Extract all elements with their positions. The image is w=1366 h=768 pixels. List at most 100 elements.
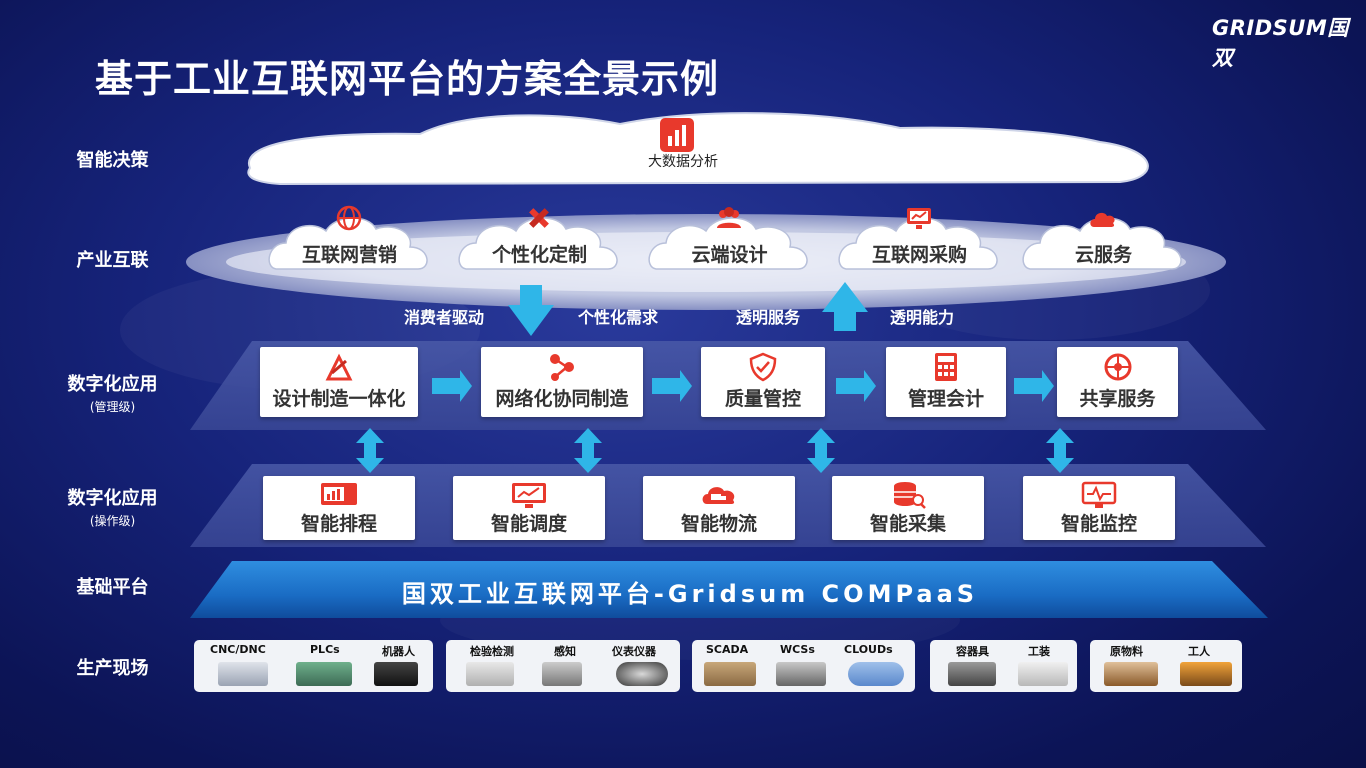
row-label-digital-ops: 数字化应用 (操作级) xyxy=(40,484,185,529)
ops-app-collection: 智能采集 xyxy=(832,476,984,540)
network-icon xyxy=(550,354,574,381)
mgmt-label-accounting: 管理会计 xyxy=(907,388,984,410)
mgmt-label-shared: 共享服务 xyxy=(1079,388,1156,410)
field-group-fixtures: 容器具 工装 xyxy=(930,640,1077,692)
gridsum-logo: GRIDSUM国双 xyxy=(1212,16,1349,70)
materials-image xyxy=(1104,662,1158,686)
robot-arm-image xyxy=(374,662,418,686)
cloud-label-cloud-design: 云端设计 xyxy=(691,244,768,266)
monitor-chart-icon xyxy=(907,208,931,229)
cloud-icon xyxy=(1090,212,1115,227)
field-item-scada: SCADA xyxy=(706,643,749,656)
mgmt-app-accounting: 管理会计 xyxy=(886,347,1006,417)
mgmt-flow-arrows xyxy=(432,370,1054,402)
row-label-digital-mgmt-text: 数字化应用 xyxy=(67,374,158,395)
flow-label-capability: 透明能力 xyxy=(890,308,955,327)
mgmt-label-design: 设计制造一体化 xyxy=(272,388,406,410)
plc-board-image xyxy=(296,662,352,686)
inspection-device-image xyxy=(466,662,514,686)
field-item-inspection: 检验检测 xyxy=(470,645,514,658)
cloud-label-cloud-service: 云服务 xyxy=(1074,244,1132,266)
monitor-icon xyxy=(1081,481,1117,508)
big-data-cloud xyxy=(247,112,1149,186)
field-item-instruments: 仪表仪器 xyxy=(612,645,656,658)
cloud-tile-marketing: 互联网营销 xyxy=(268,205,431,271)
wcs-image xyxy=(776,662,826,686)
flow-label-consumer: 消费者驱动 xyxy=(404,308,485,327)
cloud-tile-cloud-service: 云服务 xyxy=(1022,212,1185,271)
shield-check-icon xyxy=(749,352,777,382)
mgmt-app-networked-manufacturing: 网络化协同制造 xyxy=(481,347,643,417)
flow-label-service: 透明服务 xyxy=(736,308,801,327)
ops-label-logistics: 智能物流 xyxy=(680,513,757,535)
scada-image xyxy=(704,662,756,686)
platform-plate xyxy=(190,561,1268,618)
field-group-machines: CNC/DNC PLCs 机器人 xyxy=(194,640,433,692)
field-item-containers: 容器具 xyxy=(956,645,989,658)
schedule-icon xyxy=(321,483,357,505)
field-item-materials: 原物料 xyxy=(1110,645,1143,658)
row-label-industry: 产业互联 xyxy=(76,250,149,271)
platform-label: 国双工业互联网平台-Gridsum COMPaaS xyxy=(401,580,979,608)
gauge-image xyxy=(616,662,668,686)
layer-double-arrows xyxy=(356,428,1074,473)
truck-icon xyxy=(702,487,735,504)
database-icon xyxy=(894,482,926,509)
page-title: 基于工业互联网平台的方案全景示例 xyxy=(95,57,720,101)
mgmt-app-shared-services: 共享服务 xyxy=(1057,347,1178,417)
ops-app-monitoring: 智能监控 xyxy=(1023,476,1175,540)
users-icon xyxy=(717,207,741,228)
calculator-icon xyxy=(935,353,957,381)
cloud-tile-cloud-design: 云端设计 xyxy=(648,207,811,271)
field-item-tooling: 工装 xyxy=(1028,645,1050,658)
mgmt-app-quality-control: 质量管控 xyxy=(701,347,825,417)
ruler-pencil-icon xyxy=(529,208,549,228)
flow-label-demand: 个性化需求 xyxy=(578,308,659,327)
row-label-digital-mgmt-sub: (管理级) xyxy=(89,400,136,414)
mgmt-label-quality: 质量管控 xyxy=(724,388,801,410)
cloud-label-customization: 个性化定制 xyxy=(491,244,587,266)
design-icon xyxy=(325,353,353,381)
sensor-image xyxy=(542,662,582,686)
big-data-label: 大数据分析 xyxy=(648,154,718,170)
ops-label-dispatch: 智能调度 xyxy=(490,513,567,535)
mgmt-app-design-manufacturing: 设计制造一体化 xyxy=(260,347,418,417)
row-label-digital-mgmt: 数字化应用 (管理级) xyxy=(40,370,185,415)
down-arrow xyxy=(508,285,554,336)
bar-chart-icon xyxy=(660,118,694,152)
ops-app-scheduling: 智能排程 xyxy=(263,476,415,540)
workers-image xyxy=(1180,662,1232,686)
field-item-robot: 机器人 xyxy=(382,645,415,658)
ops-app-logistics: 智能物流 xyxy=(643,476,795,540)
cloud-tile-customization: 个性化定制 xyxy=(458,208,621,271)
dispatch-icon xyxy=(512,483,546,508)
field-item-clouds: CLOUDs xyxy=(844,643,893,656)
cloud-label-marketing: 互联网营销 xyxy=(301,244,397,266)
field-item-plcs: PLCs xyxy=(310,643,340,656)
ops-app-dispatch: 智能调度 xyxy=(453,476,605,540)
row-label-platform: 基础平台 xyxy=(76,577,149,598)
ops-label-scheduling: 智能排程 xyxy=(300,513,377,535)
share-icon xyxy=(1104,353,1131,381)
ops-label-monitoring: 智能监控 xyxy=(1060,513,1137,535)
clouds-image xyxy=(848,662,904,686)
cloud-label-procurement: 互联网采购 xyxy=(871,244,967,266)
field-group-inspection: 检验检测 感知 仪表仪器 xyxy=(446,640,680,692)
row-label-field: 生产现场 xyxy=(76,658,149,679)
row-label-decision: 智能决策 xyxy=(76,150,149,171)
cnc-machine-image xyxy=(218,662,268,686)
row-label-digital-ops-text: 数字化应用 xyxy=(67,488,158,509)
ops-label-collection: 智能采集 xyxy=(869,513,946,535)
field-item-workers: 工人 xyxy=(1188,645,1210,658)
mgmt-label-network: 网络化协同制造 xyxy=(495,388,629,410)
field-item-cnc: CNC/DNC xyxy=(210,643,266,656)
field-item-wcss: WCSs xyxy=(780,643,815,656)
field-item-sensing: 感知 xyxy=(554,645,576,658)
field-group-systems: SCADA WCSs CLOUDs xyxy=(692,640,915,692)
field-group-materials: 原物料 工人 xyxy=(1090,640,1242,692)
tooling-image xyxy=(1018,662,1068,686)
up-arrow xyxy=(822,282,868,331)
row-label-digital-ops-sub: (操作级) xyxy=(89,514,136,528)
cloud-tile-procurement: 互联网采购 xyxy=(838,208,1001,271)
globe-icon xyxy=(336,205,362,231)
